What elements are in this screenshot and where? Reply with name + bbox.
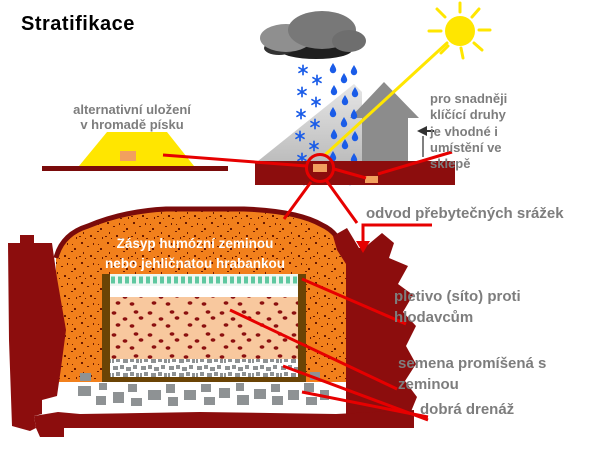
ground-left-block bbox=[8, 235, 66, 431]
raindrop-icon bbox=[340, 73, 348, 84]
house-icon bbox=[350, 82, 419, 168]
snowflake-icon bbox=[298, 64, 308, 76]
ground-right-block bbox=[333, 228, 417, 428]
line-marker-to-cellar bbox=[333, 167, 367, 180]
cellar-note-line2: klíčící druhy bbox=[430, 107, 506, 123]
gravel-layer bbox=[110, 359, 298, 377]
box-post-right bbox=[298, 274, 306, 382]
air-gap bbox=[110, 286, 298, 297]
line-sandpile-to-marker bbox=[162, 153, 308, 168]
raindrop-icon bbox=[330, 85, 338, 96]
buried-container-marker bbox=[305, 153, 335, 183]
snowflake-icon bbox=[296, 108, 306, 120]
line-marker-to-notch bbox=[324, 179, 359, 224]
box-bottom-board bbox=[102, 377, 306, 382]
line-marker-to-pit bbox=[282, 181, 313, 220]
line-mesh-to-label bbox=[301, 277, 407, 326]
seeds-note-label: semena promíšená s zeminou bbox=[398, 353, 546, 395]
fill-note-label: Zásyp humózní zeminou nebo jehličnatou h… bbox=[70, 234, 320, 274]
sandpile-label: alternativní uložení v hromadě písku bbox=[56, 102, 208, 132]
cellar-note-line1: pro snadněji bbox=[430, 91, 508, 106]
container-cellar bbox=[365, 176, 378, 183]
seeds-note-line1: semena promíšená s bbox=[398, 355, 547, 372]
sand-pile bbox=[79, 132, 194, 166]
ground-bottom-band bbox=[34, 410, 414, 437]
line-cellar-to-note bbox=[377, 150, 453, 176]
sandpile-label-line2: v hromadě písku bbox=[80, 116, 184, 132]
outlet-arrow bbox=[361, 223, 432, 241]
pit-top-outline bbox=[53, 206, 350, 259]
cellar-note-line3: je vhodné i bbox=[430, 123, 498, 139]
line-seeds-to-label bbox=[229, 308, 398, 391]
drainage-note-label: dobrá drenáž bbox=[420, 401, 515, 418]
stone-layer bbox=[78, 372, 329, 406]
cellar-note-line4: umístění ve bbox=[430, 139, 502, 155]
snowflake-icon bbox=[297, 86, 307, 98]
snowflake-icon bbox=[312, 74, 322, 86]
line-stones-to-label bbox=[301, 390, 429, 419]
annotations bbox=[162, 150, 453, 422]
down-arrow-icon bbox=[356, 241, 370, 253]
raindrop-icon bbox=[329, 63, 337, 74]
seeds-note-line2: zeminou bbox=[398, 376, 459, 393]
container-buried bbox=[313, 164, 327, 172]
mesh-note-line1: pletivo (síto) proti bbox=[394, 288, 521, 305]
outlet-label: odvod přebytečných srážek bbox=[366, 205, 564, 222]
rain-cloud-icon bbox=[260, 11, 366, 59]
mesh-note-label: pletivo (síto) proti hlodavcům bbox=[394, 286, 521, 328]
gray-slope bbox=[258, 84, 362, 161]
left-arrow-icon bbox=[417, 126, 434, 157]
cellar-note-label: pro snadněji klíčící druhy je vhodné i u… bbox=[430, 91, 507, 172]
sandpile-label-line1: alternativní uložení bbox=[73, 102, 191, 117]
sun-icon bbox=[324, 1, 492, 156]
mesh-note-line2: hlodavcům bbox=[394, 309, 474, 326]
raindrop-icon bbox=[350, 65, 358, 76]
ground-line-under-sandpile bbox=[42, 166, 228, 171]
fill-note-line1: Zásyp humózní zeminou bbox=[116, 236, 274, 251]
container-in-sandpile bbox=[120, 151, 136, 161]
cellar-note-line5: sklepě bbox=[430, 156, 471, 172]
snowflake-icon bbox=[311, 96, 321, 108]
fill-note-line2: nebo jehličnatou hrabankou bbox=[104, 256, 285, 271]
box-post-left bbox=[102, 274, 110, 382]
page-title: Stratifikace bbox=[21, 13, 135, 35]
